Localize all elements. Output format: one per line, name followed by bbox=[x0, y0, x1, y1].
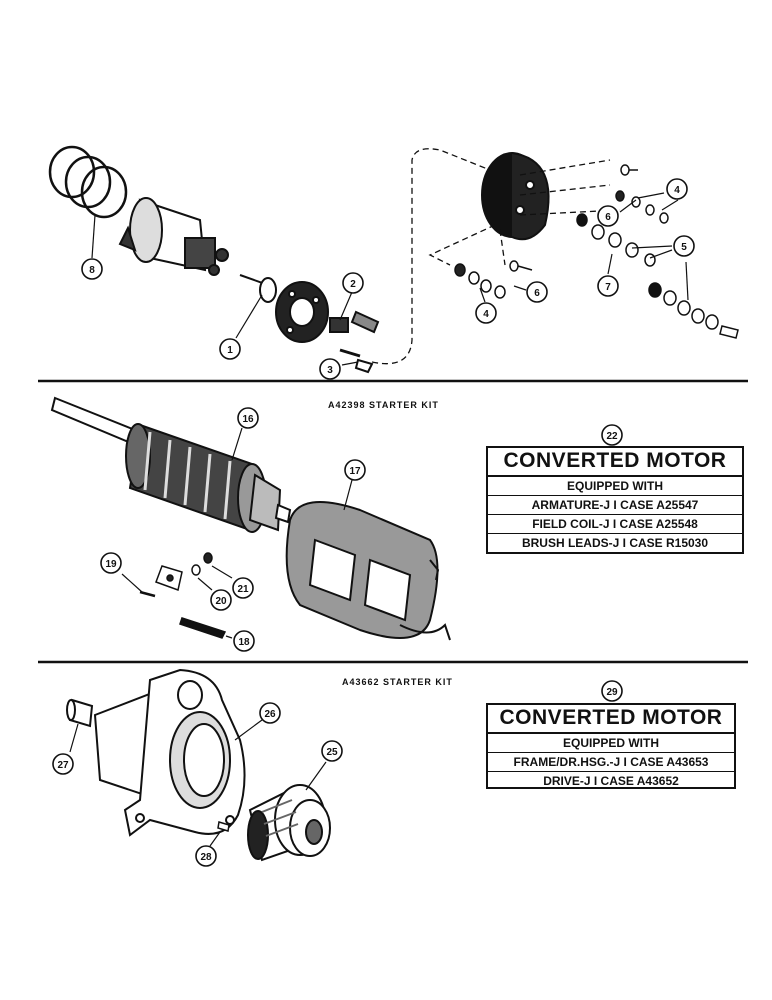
end-cap-housing bbox=[481, 152, 550, 241]
callout-25: 25 bbox=[321, 740, 343, 762]
svg-text:22: 22 bbox=[606, 431, 618, 442]
svg-text:16: 16 bbox=[242, 414, 254, 425]
svg-text:4: 4 bbox=[674, 185, 680, 196]
box22-line: BRUSH LEADS-J I CASE R15030 bbox=[521, 536, 709, 550]
box22-line: ARMATURE-J I CASE A25547 bbox=[488, 496, 742, 515]
callout-8: 8 bbox=[81, 258, 103, 280]
drive-assembly bbox=[247, 784, 331, 862]
callout-29: 29 bbox=[601, 680, 623, 702]
callout-6b: 6 bbox=[526, 281, 548, 303]
field-coil bbox=[285, 501, 451, 641]
callout-2: 2 bbox=[342, 272, 364, 294]
drive-housing bbox=[93, 668, 246, 837]
callout-4b: 4 bbox=[475, 302, 497, 324]
small-hardware bbox=[454, 164, 739, 339]
callout-3: 3 bbox=[319, 358, 341, 380]
svg-text:7: 7 bbox=[605, 282, 611, 293]
starter-housing bbox=[118, 197, 229, 276]
shaft-washer bbox=[239, 274, 277, 303]
callout-26: 26 bbox=[259, 702, 281, 724]
box22-heading: CONVERTED MOTOR bbox=[488, 448, 742, 477]
svg-text:26: 26 bbox=[264, 709, 276, 720]
box29-heading: CONVERTED MOTOR bbox=[488, 705, 734, 734]
svg-text:27: 27 bbox=[57, 760, 69, 771]
kit-title-a42398: A42398 STARTER KIT bbox=[328, 400, 439, 410]
callout-17: 17 bbox=[344, 459, 366, 481]
svg-text:25: 25 bbox=[326, 747, 338, 758]
box29-line: EQUIPPED WITH bbox=[488, 734, 734, 753]
callout-leaders-1 bbox=[91, 192, 689, 366]
converted-motor-box-29: CONVERTED MOTOR EQUIPPED WITH FRAME/DR.H… bbox=[486, 703, 736, 789]
box22-line: FIELD COIL-J I CASE A25548 bbox=[488, 515, 742, 534]
box29-line: DRIVE-J I CASE A43652 bbox=[543, 774, 679, 788]
callout-4a: 4 bbox=[666, 178, 688, 200]
svg-text:19: 19 bbox=[105, 559, 117, 570]
callout-21: 21 bbox=[232, 577, 254, 599]
callout-5: 5 bbox=[673, 235, 695, 257]
callout-1: 1 bbox=[219, 338, 241, 360]
box22-line: EQUIPPED WITH bbox=[488, 477, 742, 496]
pin-part bbox=[217, 821, 230, 832]
svg-text:5: 5 bbox=[681, 242, 687, 253]
callout-28: 28 bbox=[195, 845, 217, 867]
callout-18: 18 bbox=[233, 630, 255, 652]
svg-text:6: 6 bbox=[534, 288, 540, 299]
spring-bolt bbox=[329, 310, 380, 374]
svg-text:1: 1 bbox=[227, 345, 233, 356]
svg-text:28: 28 bbox=[200, 852, 212, 863]
svg-text:20: 20 bbox=[215, 596, 227, 607]
converted-motor-box-22: CONVERTED MOTOR EQUIPPED WITH ARMATURE-J… bbox=[486, 446, 744, 554]
snap-rings bbox=[48, 145, 128, 219]
svg-text:2: 2 bbox=[350, 279, 356, 290]
svg-text:18: 18 bbox=[238, 637, 250, 648]
svg-text:3: 3 bbox=[327, 365, 333, 376]
callout-20: 20 bbox=[210, 589, 232, 611]
armature bbox=[50, 396, 292, 533]
svg-text:21: 21 bbox=[237, 584, 249, 595]
svg-text:17: 17 bbox=[349, 466, 361, 477]
callout-6a: 6 bbox=[597, 205, 619, 227]
callout-leaders-3 bbox=[69, 719, 327, 847]
brush-plate bbox=[275, 281, 329, 343]
bushing bbox=[66, 698, 94, 728]
svg-text:6: 6 bbox=[605, 212, 611, 223]
callout-27: 27 bbox=[52, 753, 74, 775]
callout-22: 22 bbox=[601, 424, 623, 446]
kit-title-a43662: A43662 STARTER KIT bbox=[342, 677, 453, 687]
svg-text:4: 4 bbox=[483, 309, 489, 320]
svg-text:29: 29 bbox=[606, 687, 618, 698]
svg-text:8: 8 bbox=[89, 265, 95, 276]
box29-line: FRAME/DR.HSG.-J I CASE A43653 bbox=[488, 753, 734, 772]
callout-16: 16 bbox=[237, 407, 259, 429]
callout-7: 7 bbox=[597, 275, 619, 297]
callout-19: 19 bbox=[100, 552, 122, 574]
brush-parts bbox=[139, 552, 227, 639]
callout-leaders-2 bbox=[121, 427, 353, 639]
